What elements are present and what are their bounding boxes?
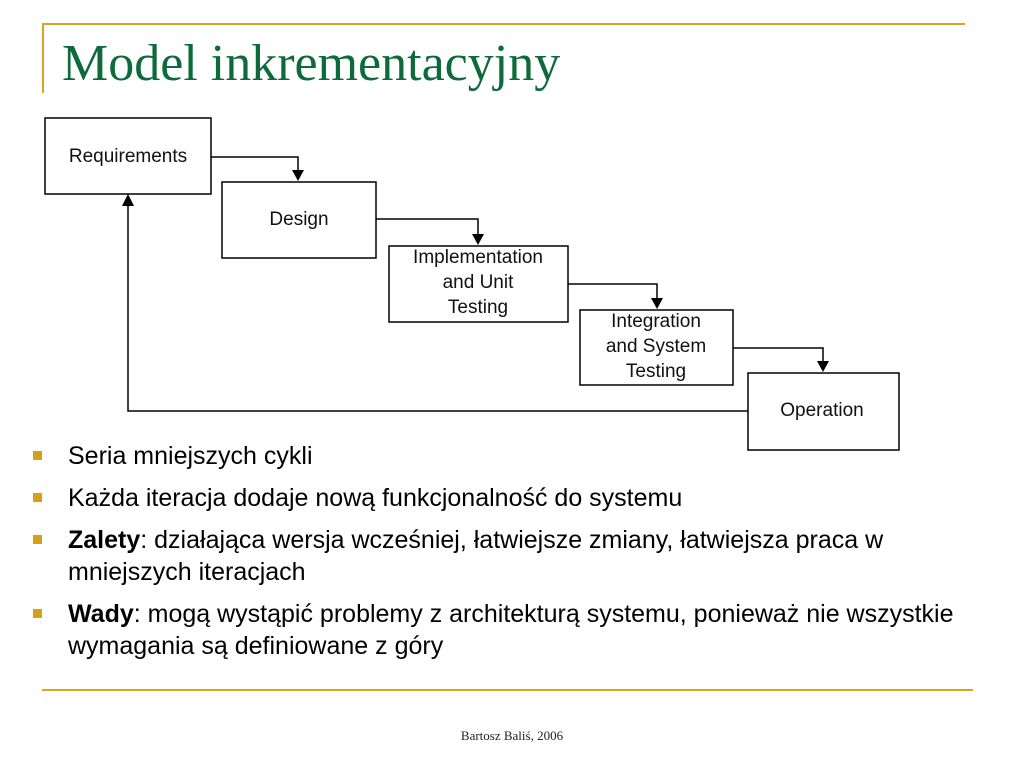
bullet-bold-term: Zalety — [68, 526, 141, 554]
bullet-item: Seria mniejszych cykli — [30, 440, 990, 472]
arrowhead-operation — [817, 361, 829, 372]
bullet-item: Wady: mogą wystąpić problemy z architekt… — [30, 598, 990, 662]
arrowhead-requirements — [122, 194, 134, 206]
bullet-bold-term: Wady — [68, 600, 134, 628]
connector-requirements-design — [211, 156, 299, 173]
frame-bottom-rule — [42, 689, 973, 691]
bullet-marker-icon — [33, 609, 42, 618]
stage-design-label: Design — [269, 209, 328, 230]
stage-integration: Integration and System Testing — [579, 309, 734, 386]
stage-requirements-label: Requirements — [69, 146, 187, 167]
connector-integration-operation — [733, 347, 824, 364]
stage-design: Design — [221, 181, 377, 259]
stage-requirements: Requirements — [44, 117, 212, 195]
arrowhead-implementation — [472, 234, 484, 245]
arrowhead-design — [292, 170, 304, 181]
stage-implementation-label-line-2: and Unit — [443, 272, 514, 293]
bullet-marker-icon — [33, 451, 42, 460]
slide-title: Model inkrementacyjny — [62, 35, 561, 92]
bullet-text: : mogą wystąpić problemy z architekturą … — [68, 600, 954, 660]
stage-operation-label: Operation — [780, 400, 863, 421]
bullet-text: Seria mniejszych cykli — [68, 442, 313, 470]
stage-implementation-label-line-1: Implementation — [413, 247, 543, 268]
stage-integration-label-line-1: Integration — [611, 311, 701, 332]
connector-implementation-integration — [568, 283, 658, 301]
feedback-loop-line — [127, 203, 748, 412]
bullet-marker-icon — [33, 535, 42, 544]
slide-footer: Bartosz Baliś, 2006 — [460, 728, 564, 743]
stage-integration-label-line-2: and System — [606, 336, 706, 357]
frame-left-rule — [42, 23, 44, 93]
stage-implementation-label-line-3: Testing — [448, 297, 508, 318]
frame-top-rule — [42, 23, 965, 25]
bullet-item: Zalety: działająca wersja wcześniej, łat… — [30, 524, 990, 588]
bullet-text: Każda iteracja dodaje nową funkcjonalnoś… — [68, 484, 683, 512]
stage-operation: Operation — [747, 372, 900, 451]
arrowhead-integration — [651, 298, 663, 309]
bullet-list: Seria mniejszych cykli Każda iteracja do… — [30, 440, 990, 672]
stage-integration-label-line-3: Testing — [626, 361, 686, 382]
connector-design-implementation — [376, 218, 479, 237]
stage-implementation: Implementation and Unit Testing — [388, 245, 569, 323]
bullet-text: : działająca wersja wcześniej, łatwiejsz… — [68, 526, 884, 586]
bullet-marker-icon — [33, 493, 42, 502]
bullet-item: Każda iteracja dodaje nową funkcjonalnoś… — [30, 482, 990, 514]
